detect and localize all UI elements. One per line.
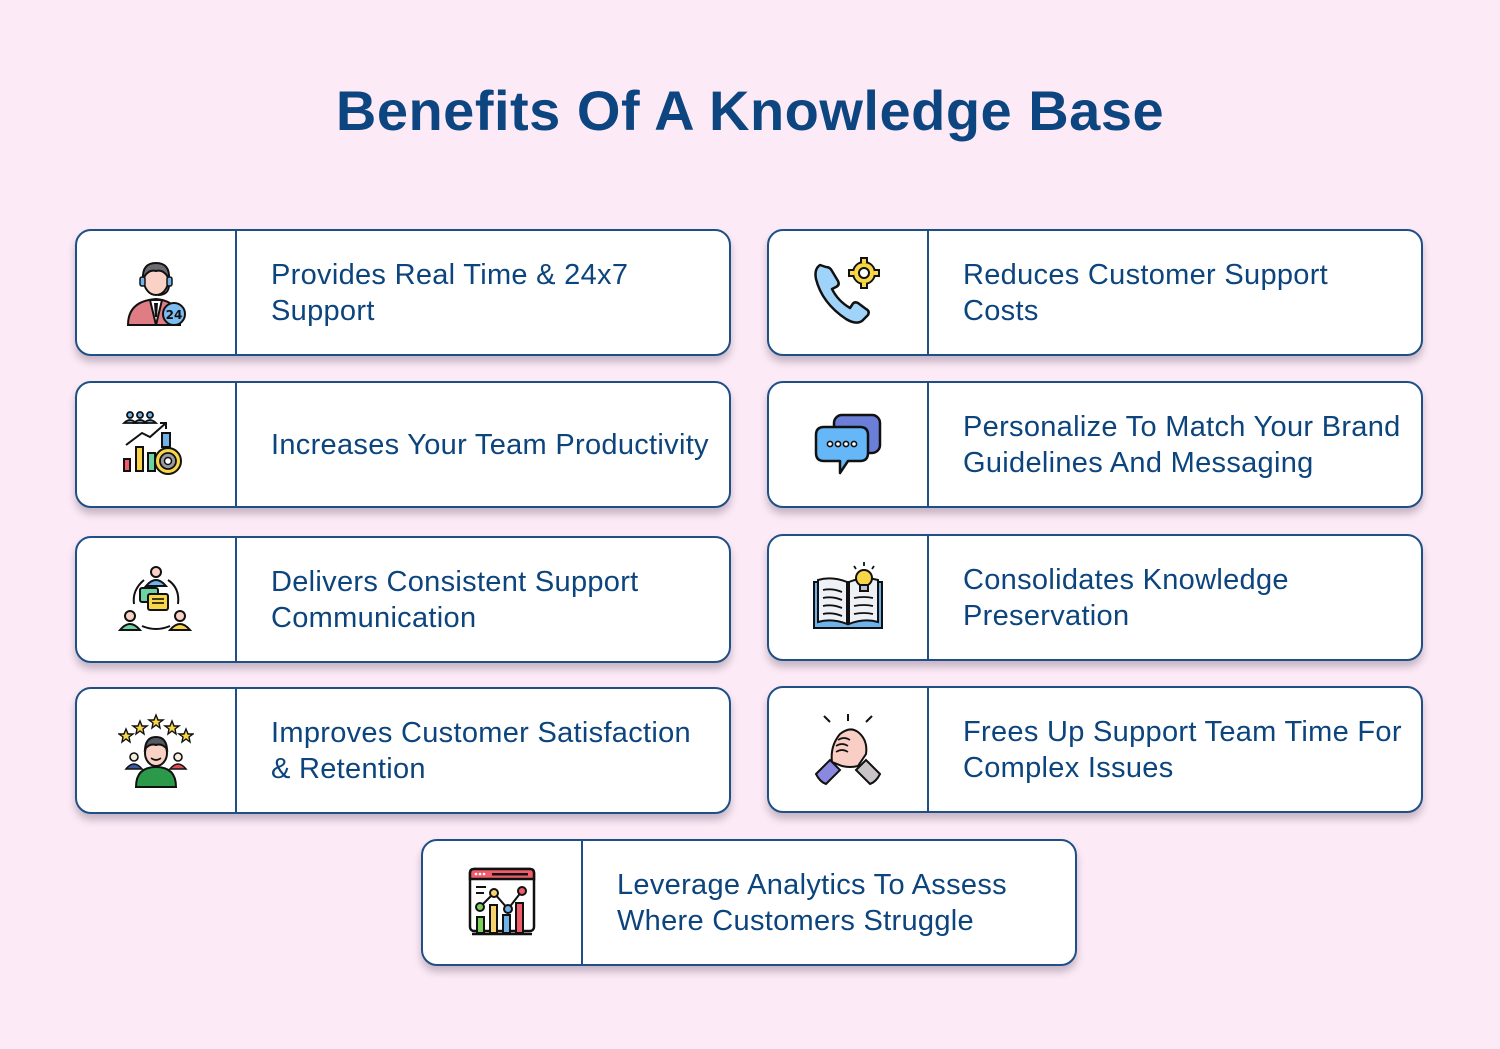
chat-bubbles-icon	[814, 413, 882, 474]
icon-cell	[77, 538, 237, 661]
phone-gear-icon	[814, 256, 880, 324]
benefit-label: Frees Up Support Team Time For Complex I…	[963, 715, 1402, 784]
benefit-card-customer-satisfaction: Improves Customer Satisfaction & Retenti…	[75, 687, 731, 814]
icon-cell	[77, 383, 237, 506]
open-book-lightbulb-icon	[813, 561, 883, 629]
handshake-icon	[814, 713, 882, 785]
satisfied-customer-stars-icon	[118, 712, 194, 788]
icon-cell	[423, 841, 583, 964]
svg-text:24: 24	[166, 308, 183, 322]
benefit-card-reduce-costs: Reduces Customer Support Costs	[767, 229, 1423, 356]
icon-cell	[769, 383, 929, 506]
page-title: Benefits Of A Knowledge Base	[335, 79, 1165, 142]
icon-cell: 24	[77, 231, 237, 354]
benefit-label: Reduces Customer Support Costs	[963, 258, 1329, 327]
benefit-label: Improves Customer Satisfaction & Retenti…	[271, 716, 691, 785]
benefit-card-frees-up-time: Frees Up Support Team Time For Complex I…	[767, 686, 1423, 813]
benefit-label: Increases Your Team Productivity	[271, 428, 709, 461]
icon-cell	[769, 688, 929, 811]
icon-cell	[769, 536, 929, 659]
icon-cell	[769, 231, 929, 354]
benefit-label: Provides Real Time & 24x7 Support	[271, 258, 629, 327]
team-communication-cycle-icon	[118, 565, 193, 631]
analytics-dashboard-icon	[468, 867, 536, 935]
benefit-card-team-productivity: Increases Your Team Productivity	[75, 381, 731, 508]
customer-support-24-icon: 24	[126, 261, 186, 326]
team-productivity-chart-icon	[121, 410, 182, 475]
benefit-card-knowledge-preservation: Consolidates Knowledge Preservation	[767, 534, 1423, 661]
benefit-card-personalize-brand: Personalize To Match Your Brand Guidelin…	[767, 381, 1423, 508]
benefit-label: Personalize To Match Your Brand Guidelin…	[963, 410, 1401, 479]
benefit-card-consistent-communication: Delivers Consistent Support Communicatio…	[75, 536, 731, 663]
benefit-label: Leverage Analytics To Assess Where Custo…	[617, 868, 1007, 937]
benefit-card-leverage-analytics: Leverage Analytics To Assess Where Custo…	[421, 839, 1077, 966]
benefit-card-realtime-support: 24 Provides Real Time & 24x7 Support	[75, 229, 731, 356]
benefit-label: Consolidates Knowledge Preservation	[963, 563, 1289, 632]
benefit-label: Delivers Consistent Support Communicatio…	[271, 565, 639, 634]
icon-cell	[77, 689, 237, 812]
